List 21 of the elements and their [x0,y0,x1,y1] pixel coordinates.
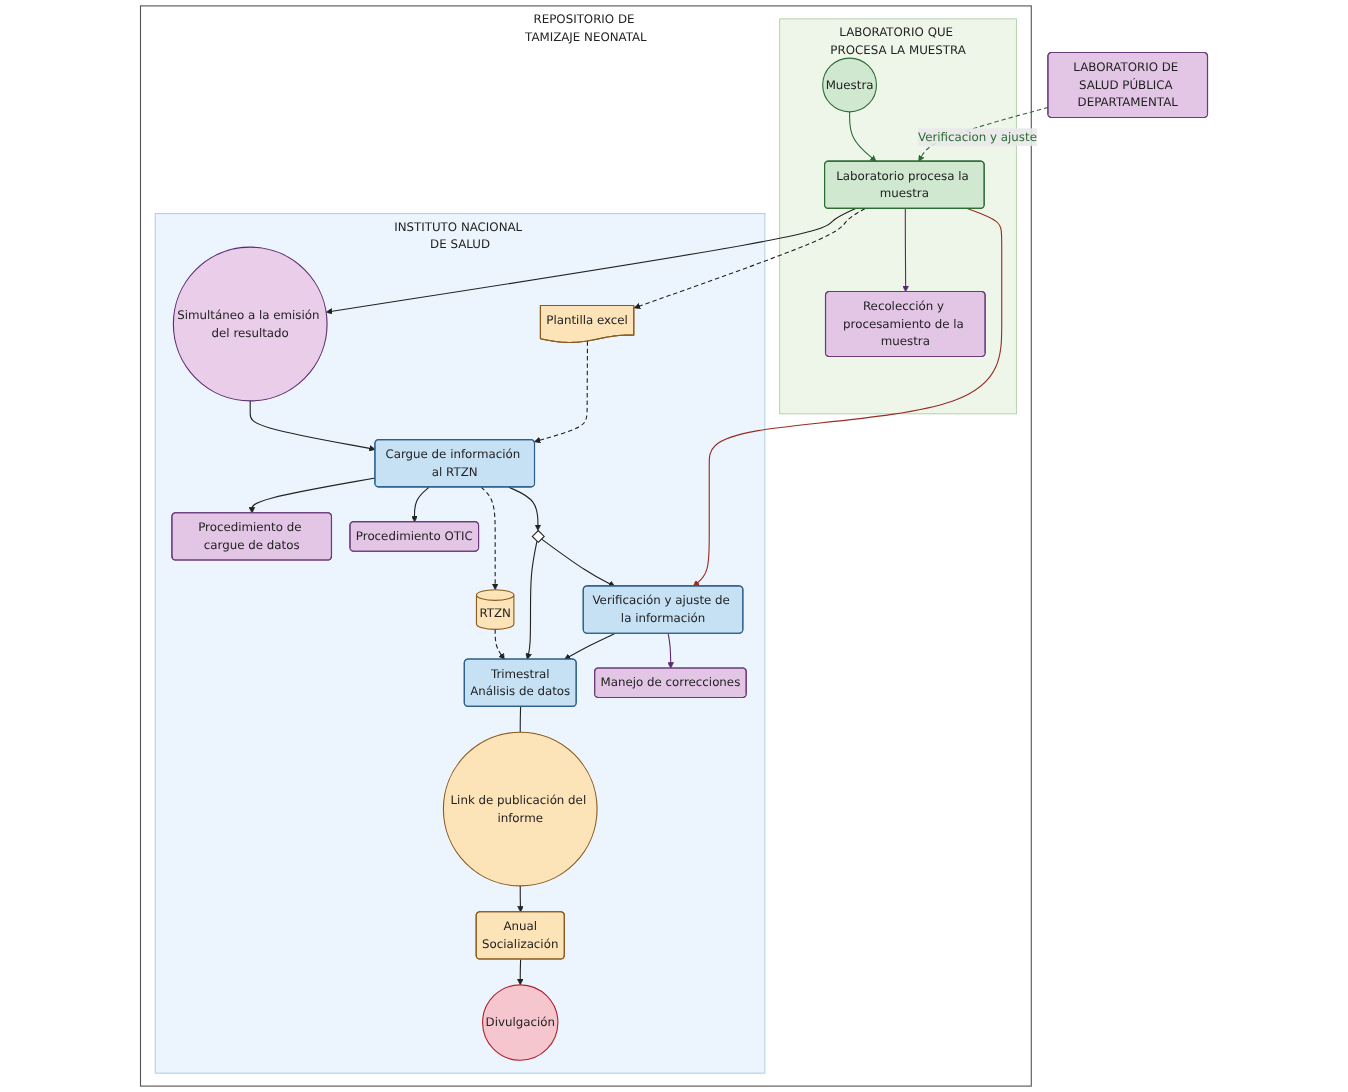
arrow [564,633,616,660]
arrow [517,958,524,986]
node-diamond [531,529,545,544]
arrow [918,106,1049,162]
arrow [517,885,524,913]
arrow [325,208,856,315]
arrow [525,540,538,660]
arrow [540,538,616,587]
connector [519,706,522,733]
arrow [902,208,909,293]
arrow [667,633,674,669]
arrow [248,477,376,514]
arrow [508,486,542,531]
arrow [411,486,430,523]
arrow [693,208,1003,587]
arrow [849,111,877,162]
arrow [534,340,589,444]
arrow [494,628,505,660]
arrow [633,208,866,310]
arrow [480,486,499,591]
arrow [249,400,376,452]
